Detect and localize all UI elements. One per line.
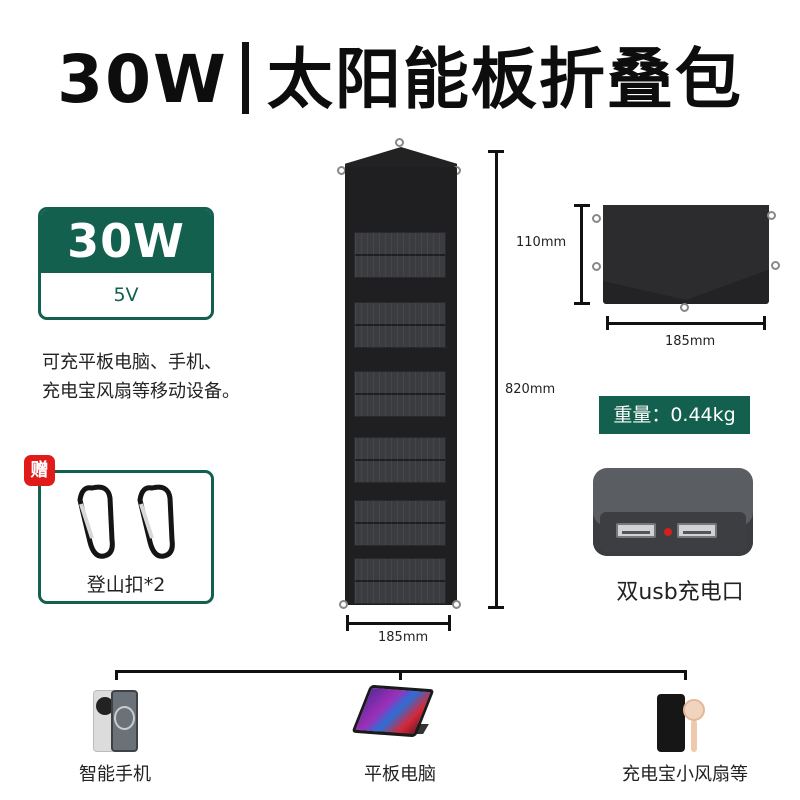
title-product-name: 太阳能板折叠包 [266, 41, 743, 118]
dimension-cap [763, 316, 766, 330]
led-indicator-icon [664, 528, 672, 536]
bag-width-label: 185mm [665, 334, 716, 349]
powerbank-fan-icon [657, 694, 685, 752]
dimension-cap [488, 606, 504, 609]
solar-cell [354, 500, 446, 546]
weight-tag: 重量：0.44kg [599, 396, 750, 434]
carabiner-icon [77, 484, 175, 559]
bracket-tick [684, 670, 687, 680]
gift-item-label: 登山扣*2 [86, 574, 166, 596]
hanging-ring-icon [395, 138, 404, 147]
bracket-tick [115, 670, 118, 680]
bag-height-label: 110mm [516, 235, 567, 250]
bag-width-line [606, 322, 766, 325]
bag-ring-icon [680, 303, 689, 312]
fan-head [683, 699, 705, 721]
bag-ring-icon [592, 214, 601, 223]
solar-cell [354, 371, 446, 417]
panel-width-label: 185mm [378, 630, 429, 645]
corner-ring-icon [452, 600, 461, 609]
bag-ring-icon [771, 261, 780, 270]
solar-cell [354, 437, 446, 483]
gift-badge: 赠 [24, 455, 55, 486]
bag-ring-icon [592, 262, 601, 271]
description: 可充平板电脑、手机、 充电宝风扇等移动设备。 [42, 348, 282, 406]
spec-voltage: 5V [113, 284, 139, 306]
dimension-cap [448, 615, 451, 631]
power-bank-label: 双usb充电口 [616, 580, 744, 605]
spec-card: 30W 5V [38, 207, 214, 320]
phone-camera [96, 697, 114, 715]
fan-handle [691, 720, 697, 752]
width-dimension-line [346, 622, 450, 625]
title-separator [241, 42, 249, 114]
description-line-1: 可充平板电脑、手机、 [42, 352, 222, 373]
solar-cell [354, 302, 446, 348]
device-label: 智能手机 [79, 764, 151, 785]
spec-power: 30W [41, 210, 211, 273]
bag-height-line [580, 204, 583, 304]
corner-ring-icon [339, 600, 348, 609]
title-wattage: 30W [57, 41, 228, 118]
panel-height-label: 820mm [505, 382, 556, 397]
usb-port-icon [616, 523, 656, 538]
device-label: 充电宝小风扇等 [622, 764, 748, 785]
description-line-2: 充电宝风扇等移动设备。 [42, 381, 240, 402]
height-dimension-line [495, 150, 498, 608]
bag-ring-icon [767, 211, 776, 220]
dimension-cap [574, 302, 590, 305]
device-label: 平板电脑 [364, 764, 436, 785]
solar-cell [354, 232, 446, 278]
bracket-tick [399, 670, 402, 680]
solar-cell [354, 558, 446, 604]
gift-card [38, 470, 214, 604]
phone-screen-ring [114, 706, 135, 730]
page-title: 30W 太阳能板折叠包 [0, 40, 800, 120]
usb-port-icon [677, 523, 717, 538]
